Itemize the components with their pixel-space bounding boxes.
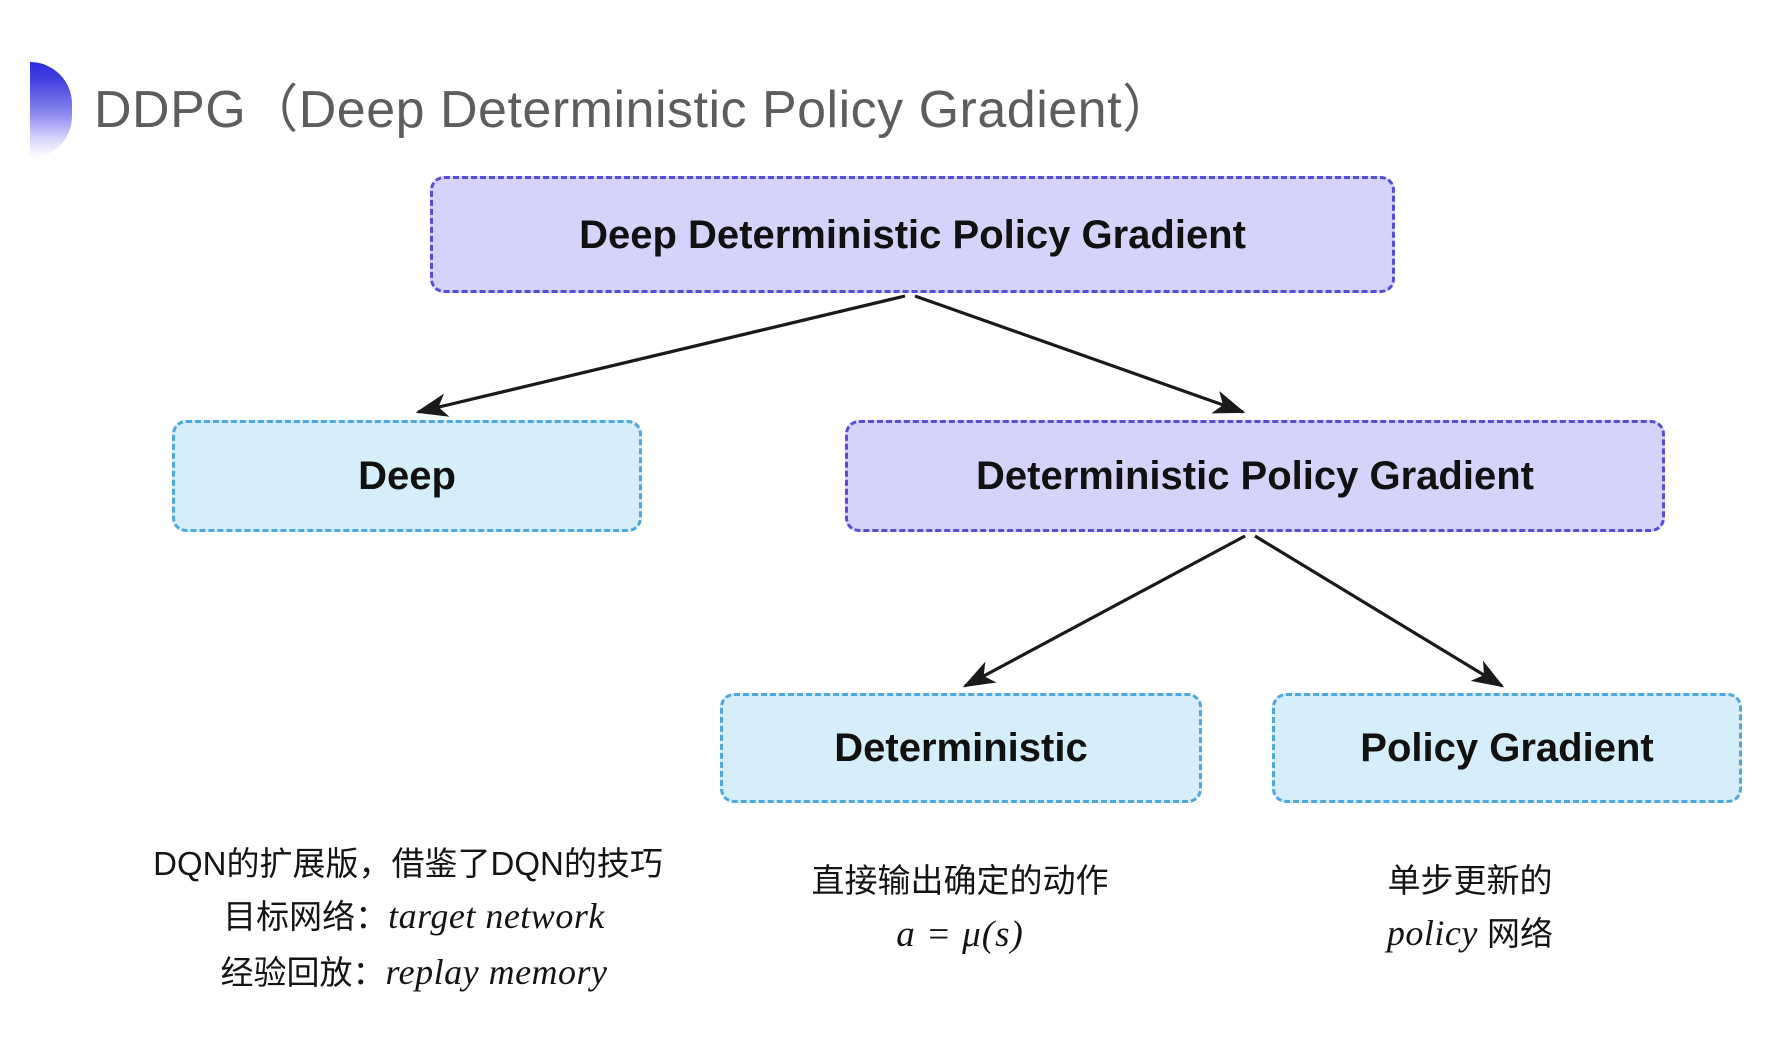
annotation-deterministic: 直接输出确定的动作 a = μ(s)	[700, 855, 1220, 963]
annotation-policy-gradient: 单步更新的 policy 网络	[1260, 855, 1680, 962]
node-policy-gradient[interactable]: Policy Gradient	[1272, 693, 1742, 803]
slide-margin-bottom	[0, 1030, 1778, 1056]
annotation-policy-gradient-suffix: 网络	[1477, 915, 1554, 953]
node-deterministic-label: Deterministic	[834, 726, 1088, 770]
node-dpg-label: Deterministic Policy Gradient	[976, 454, 1534, 498]
edge-dpg-to-deterministic	[962, 534, 1246, 688]
annotation-deterministic-line-1: 直接输出确定的动作	[811, 862, 1109, 899]
slide-title-row: DDPG（Deep Deterministic Policy Gradient）	[30, 62, 1175, 158]
page-title: DDPG（Deep Deterministic Policy Gradient）	[94, 81, 1175, 139]
annotation-policy-gradient-line-2: policy 网络	[1260, 906, 1680, 962]
node-policy-gradient-label: Policy Gradient	[1360, 726, 1654, 770]
slide-margin-right	[1748, 0, 1778, 1056]
node-deterministic[interactable]: Deterministic	[720, 693, 1202, 803]
annotation-deep-target-network: target network	[388, 896, 605, 937]
annotation-deep: DQN的扩展版，借鉴了DQN的技巧 目标网络：target network 经验…	[148, 838, 668, 1001]
edge-root-to-dpg	[914, 294, 1246, 414]
edge-dpg-to-policy-gradient	[1254, 534, 1505, 688]
annotation-policy-gradient-policy-word: policy	[1386, 913, 1478, 954]
annotation-deep-line-3-label: 经验回放：	[220, 953, 386, 991]
gradient-halfcircle-bullet-icon	[30, 62, 72, 158]
node-root-label: Deep Deterministic Policy Gradient	[579, 212, 1246, 257]
annotation-deep-line-2: 目标网络：target network	[148, 889, 668, 945]
annotation-deep-line-1: DQN的扩展版，借鉴了DQN的技巧	[153, 845, 663, 882]
node-root[interactable]: Deep Deterministic Policy Gradient	[430, 176, 1395, 293]
annotation-deep-replay-memory: replay memory	[385, 951, 608, 992]
annotation-deterministic-formula: a = μ(s)	[896, 914, 1024, 956]
node-deep[interactable]: Deep	[172, 420, 642, 532]
edge-root-to-deep	[415, 294, 906, 417]
annotation-policy-gradient-line-1: 单步更新的	[1387, 862, 1553, 899]
node-deep-label: Deep	[358, 454, 456, 498]
node-deterministic-policy-gradient[interactable]: Deterministic Policy Gradient	[845, 420, 1665, 532]
annotation-deep-line-2-label: 目标网络：	[223, 898, 389, 936]
slide-margin-top	[0, 0, 1778, 28]
annotation-deep-line-3: 经验回放：replay memory	[148, 945, 668, 1001]
